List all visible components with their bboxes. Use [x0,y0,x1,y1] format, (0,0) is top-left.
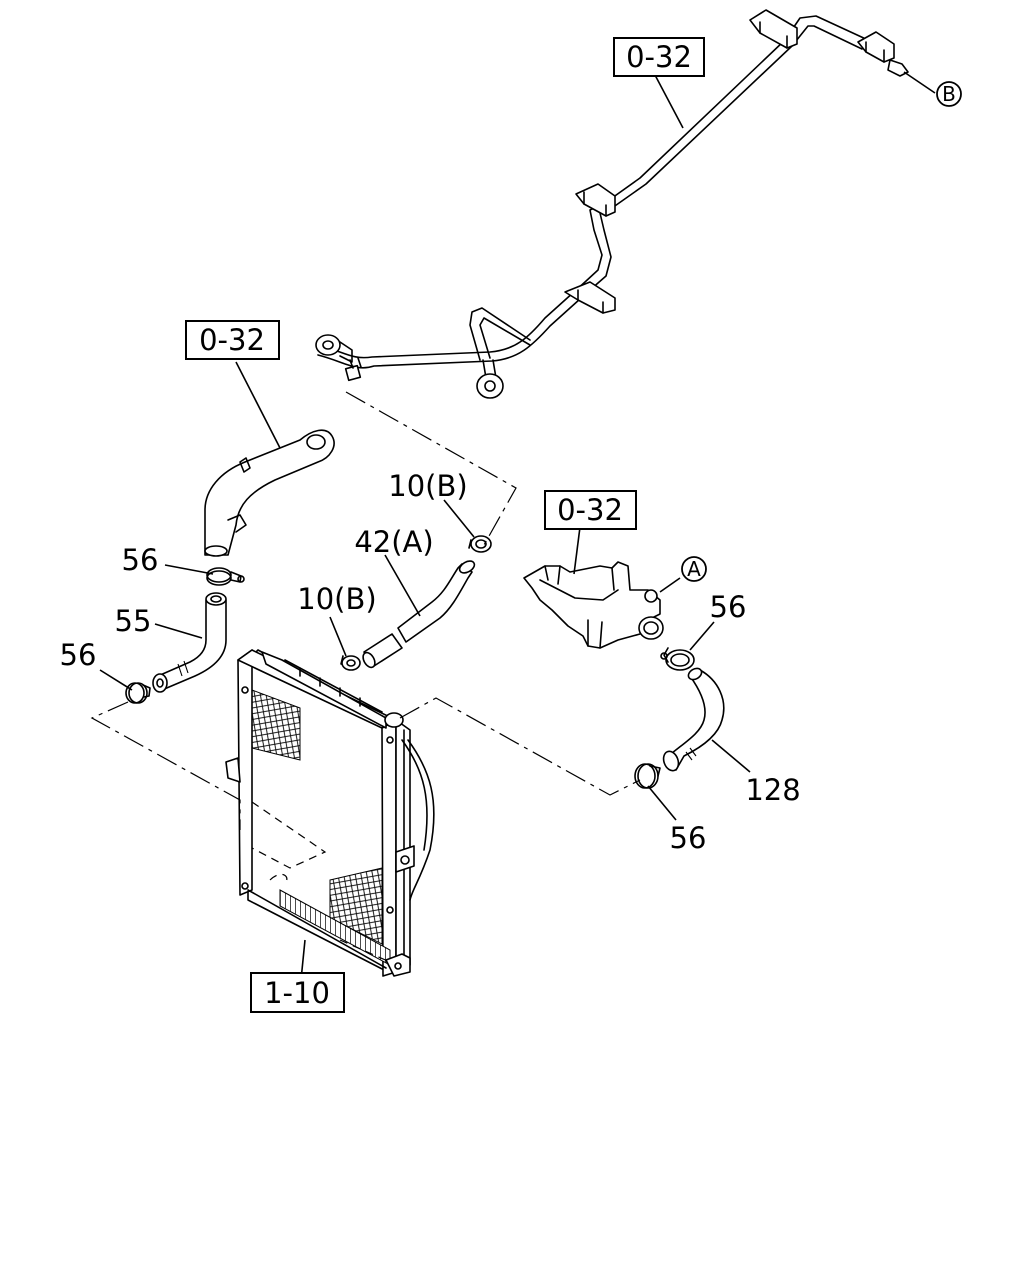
callout-clamp-right-bottom[interactable]: 56 [670,821,707,855]
callout-clamp-left[interactable]: 56 [60,638,97,672]
hose-clamp-upper [206,567,245,586]
svg-text:B: B [942,82,956,106]
pipe-bracket-3 [749,9,798,49]
water-pipe-assembly [315,9,909,399]
hose-clamp-right-bottom [634,763,661,789]
svg-text:0-32: 0-32 [626,40,692,74]
thermostat-housing [523,561,664,649]
ref-label-upper-pipe[interactable]: 0-32 [185,320,280,360]
clip-lower [340,655,361,671]
pipe-bracket-2 [575,183,616,217]
callout-hose-bypass[interactable]: 42(A) [354,525,433,559]
water-outlet-pipe [204,429,335,557]
ref-label-thermostat[interactable]: 0-32 [544,490,637,530]
radiator-assembly [225,649,435,977]
callout-clip-lower[interactable]: 10(B) [297,582,376,616]
radiator-inlet-hose [152,592,227,693]
callout-hose-upper[interactable]: 55 [115,604,152,638]
hose-clamp-left [125,682,151,704]
callout-clip-upper[interactable]: 10(B) [388,469,467,503]
connection-marker-b[interactable]: B [936,81,962,107]
svg-text:0-32: 0-32 [199,323,265,357]
svg-text:A: A [687,557,701,581]
hose-clamp-right-top [660,647,695,671]
connection-marker-a[interactable]: A [681,556,707,582]
pipe-bracket-4 [857,31,895,63]
callout-hose-lower[interactable]: 128 [745,773,800,807]
pipe-bracket-1 [564,281,616,314]
radiator-outlet-hose [662,667,725,772]
callout-clamp-right-top[interactable]: 56 [710,590,747,624]
bypass-hose [362,560,476,669]
clip-upper [468,535,492,553]
ref-label-top[interactable]: 0-32 [613,37,705,77]
svg-text:1-10: 1-10 [264,976,330,1010]
callout-clamp-upper[interactable]: 56 [122,543,159,577]
ref-label-radiator[interactable]: 1-10 [250,972,345,1013]
svg-text:0-32: 0-32 [557,493,623,527]
connection-lines [90,391,641,830]
